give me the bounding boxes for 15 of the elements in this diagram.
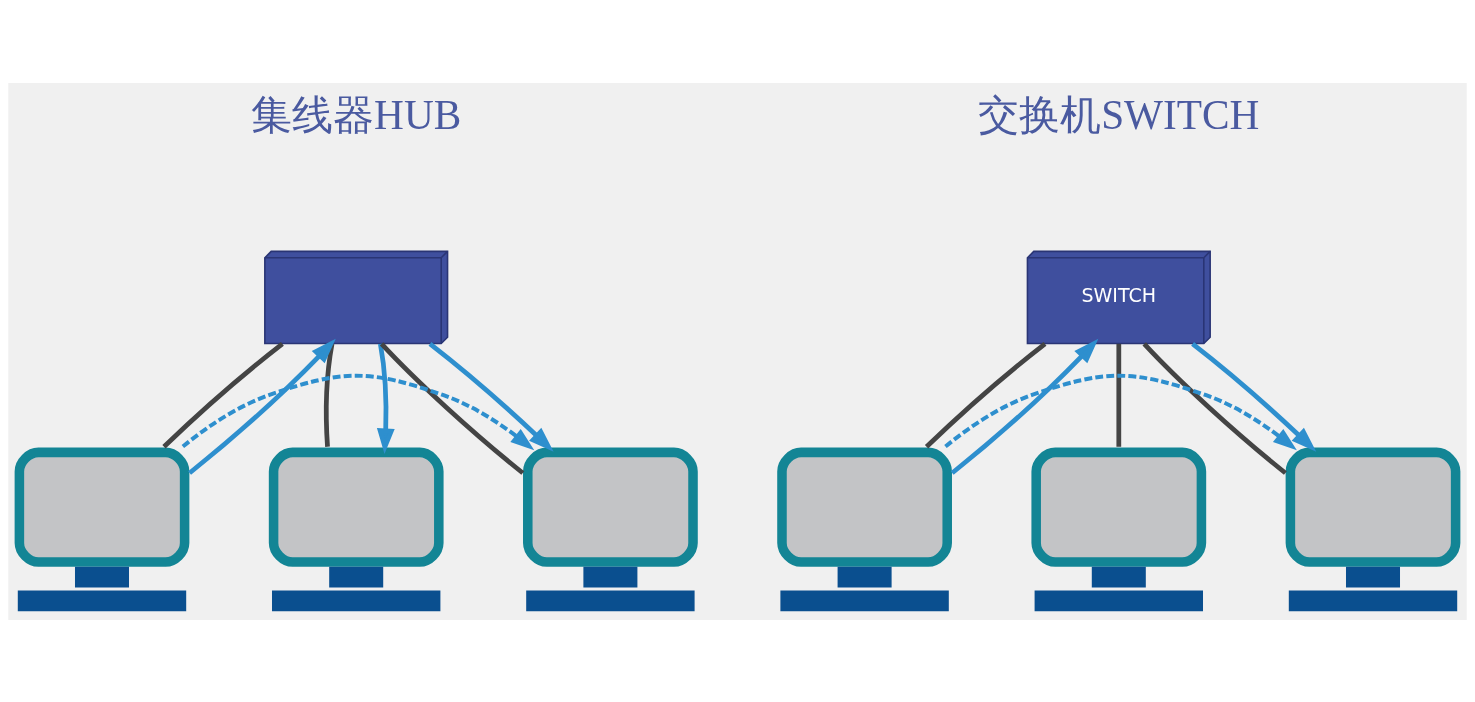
- connector: [924, 341, 1047, 448]
- connector: [1142, 341, 1287, 475]
- connector: [1116, 343, 1122, 447]
- arrow: [376, 342, 395, 454]
- arrow: [1191, 341, 1317, 452]
- label: 交换机SWITCH: [978, 91, 1260, 138]
- arrow: [188, 338, 336, 475]
- arrow: [950, 338, 1099, 475]
- arrow: [428, 341, 554, 452]
- arrow: [944, 373, 1297, 450]
- label: 集线器HUB: [251, 91, 462, 138]
- connector: [379, 341, 525, 475]
- connector: [162, 341, 284, 448]
- arrow: [181, 373, 535, 450]
- connector: [324, 342, 335, 447]
